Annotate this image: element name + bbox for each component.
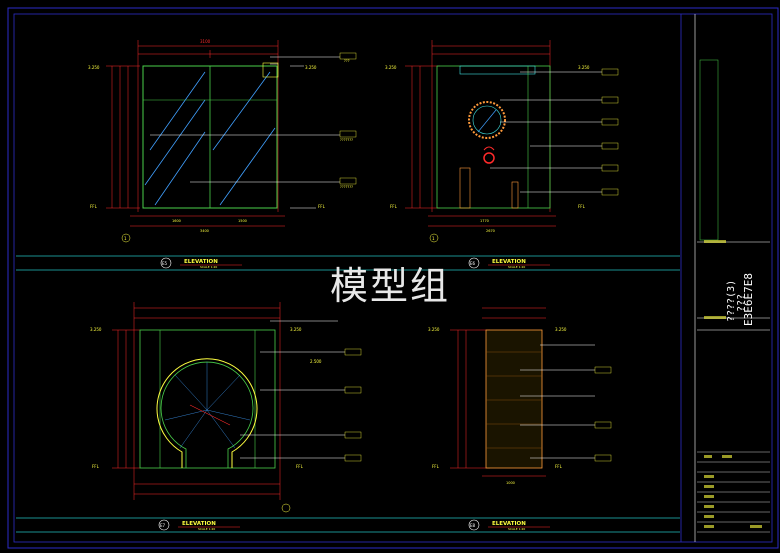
svg-text:???????: ???????: [340, 185, 353, 189]
label-e6: E6 ELEVATION SCALE 1:20: [468, 257, 550, 269]
drawing-code: E3E6E7E8: [742, 273, 755, 326]
elevation-band-bottom: [16, 517, 680, 533]
svg-text:3.250: 3.250: [428, 327, 440, 332]
svg-text:ELEVATION: ELEVATION: [492, 259, 526, 265]
svg-text:FFL: FFL: [555, 464, 563, 469]
svg-text:3100: 3100: [200, 39, 211, 44]
svg-text:1: 1: [432, 236, 435, 241]
svg-text:3.250: 3.250: [385, 65, 397, 70]
svg-text:???????: ???????: [340, 138, 353, 142]
svg-text:FFL: FFL: [90, 204, 98, 209]
title-block-drawing-name: ????(3) ??? E3E6E7E8: [726, 256, 755, 326]
svg-text:3.250: 3.250: [290, 327, 302, 332]
svg-text:FFL: FFL: [296, 464, 304, 469]
svg-text:3400: 3400: [200, 229, 209, 233]
svg-text:SCALE 1:20: SCALE 1:20: [508, 527, 525, 531]
elevation-band-top: [16, 255, 680, 271]
svg-text:???: ???: [344, 59, 350, 63]
svg-text:3.250: 3.250: [88, 65, 100, 70]
svg-text:SCALE 1:20: SCALE 1:20: [508, 265, 525, 269]
svg-text:E8: E8: [470, 523, 476, 528]
svg-text:ELEVATION: ELEVATION: [184, 259, 218, 265]
svg-text:ELEVATION: ELEVATION: [492, 521, 526, 527]
svg-text:FFL: FFL: [578, 204, 586, 209]
svg-text:3.250: 3.250: [305, 65, 317, 70]
label-e7: E7 ELEVATION SCALE 1:20: [158, 519, 240, 531]
svg-text:SCALE 1:20: SCALE 1:20: [198, 527, 215, 531]
svg-text:2670: 2670: [486, 229, 495, 233]
elevation-e7-drawing: 3.250 FFL 3.250 2.500 FFL: [90, 302, 362, 513]
sheet-inner-frame: [13, 13, 773, 543]
svg-text:3.250: 3.250: [555, 327, 567, 332]
svg-text:FFL: FFL: [390, 204, 398, 209]
label-e5: E5 ELEVATION SCALE 1:20: [160, 257, 242, 269]
svg-text:2.500: 2.500: [310, 359, 322, 364]
svg-text:FFL: FFL: [92, 464, 100, 469]
svg-text:1000: 1000: [506, 481, 515, 485]
title-block: [697, 59, 770, 533]
svg-text:3.250: 3.250: [578, 65, 590, 70]
elevation-e6-drawing: 3.250 FFL 3.250 FFL 1770 2670 1: [385, 40, 619, 243]
label-e8: E8 ELEVATION SCALE 1:20: [468, 519, 550, 531]
elevation-e8-drawing: 3.250 FFL 3.250 FFL 1000: [428, 307, 612, 485]
svg-text:E6: E6: [470, 261, 476, 266]
svg-text:E7: E7: [160, 523, 166, 528]
svg-text:3.250: 3.250: [90, 327, 102, 332]
watermark-text: 模型组: [330, 264, 451, 308]
svg-text:1600: 1600: [172, 219, 181, 223]
svg-text:E5: E5: [162, 261, 168, 266]
svg-text:1: 1: [124, 236, 127, 241]
svg-text:SCALE 1:20: SCALE 1:20: [200, 265, 217, 269]
svg-text:1500: 1500: [238, 219, 247, 223]
svg-text:ELEVATION: ELEVATION: [182, 521, 216, 527]
elevation-e5-drawing: 3100 3.250 FFL ??????????: [88, 39, 357, 243]
sheet-outer-frame: [7, 7, 779, 549]
svg-text:FFL: FFL: [432, 464, 440, 469]
svg-text:FFL: FFL: [318, 204, 326, 209]
svg-text:1770: 1770: [480, 219, 489, 223]
